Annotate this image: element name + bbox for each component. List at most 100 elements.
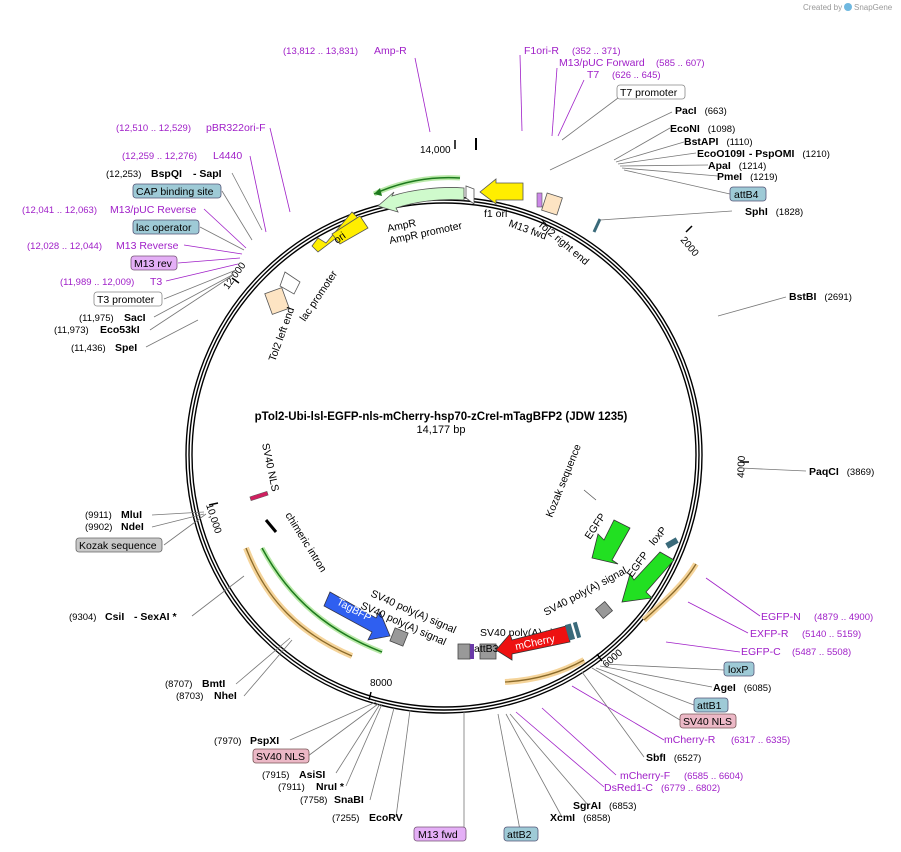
t7-name: T7 — [587, 69, 599, 81]
m13-puc-forward-name: M13/pUC Forward — [559, 57, 645, 69]
mcherry-f-pos: (6585 .. 6604) — [684, 771, 743, 782]
pbr322-name: pBR322ori-F — [206, 122, 266, 134]
kozak-box-label: Kozak sequence — [79, 540, 157, 552]
ecorv-name: EcoRV — [369, 812, 403, 824]
t3-promoter-box[interactable]: T3 promoter — [93, 291, 163, 307]
asisi-name: AsiSI — [299, 769, 325, 781]
t7-promoter-box[interactable]: T7 promoter — [616, 84, 686, 100]
ndei-name: NdeI — [121, 521, 144, 533]
exfp-r-pos: (5140 .. 5159) — [802, 629, 861, 640]
feature-tol2-left-label: Tol2 left end — [267, 306, 298, 363]
l4440-pos: (12,259 .. 12,276) — [122, 151, 197, 162]
attb1-label: attB1 — [697, 700, 722, 712]
kozak-box[interactable]: Kozak sequence — [75, 537, 163, 553]
paci-pos: (663) — [705, 106, 727, 117]
feature-tol2-right[interactable]: Tol2 right end — [535, 192, 591, 268]
eco53ki-pos: (11,973) — [54, 325, 89, 336]
feature-lac-promoter-label: lac promoter — [298, 268, 341, 324]
loxp-box[interactable]: loxP — [723, 661, 755, 677]
feature-ori[interactable]: ori — [311, 211, 369, 253]
credit-brand: SnapGene — [854, 3, 893, 12]
sv40-nls-left-label: SV40 NLS — [256, 751, 305, 763]
snapgene-credit: Created by SnapGene — [803, 3, 893, 12]
sbfi-pos: (6527) — [674, 753, 701, 764]
f1ori-r-name: F1ori-R — [524, 45, 559, 57]
dsred1-c-pos: (6779 .. 6802) — [661, 783, 720, 794]
pspxi-name: PspXI — [250, 735, 279, 747]
bstapi-name: BstAPI — [684, 136, 719, 148]
asisi-pos: (7915) — [262, 770, 289, 781]
feature-egfp-1[interactable]: EGFP — [583, 511, 631, 565]
m13-fwd-box-label: M13 fwd — [418, 829, 458, 841]
sgrai-name: SgrAI — [573, 800, 601, 812]
ampr-site-name: Amp-R — [374, 45, 407, 57]
feature-sv40-nls-left[interactable]: SV40 NLS — [249, 442, 281, 501]
tick-4000: 4000 — [736, 455, 748, 478]
nrui-pos: (7911) — [278, 782, 305, 793]
bspqi-pos: (12,253) — [106, 169, 141, 180]
feature-egfp-1-label: EGFP — [583, 511, 609, 541]
attb2-box[interactable]: attB2 — [503, 826, 539, 842]
ecorv-pos: (7255) — [332, 813, 359, 824]
m13-rev-box[interactable]: M13 rev — [130, 255, 178, 271]
m13-puc-reverse-name: M13/pUC Reverse — [110, 204, 197, 216]
eco0109i-pos: (1210) — [802, 149, 829, 160]
feature-chimeric-intron-label: chimeric intron — [282, 510, 328, 574]
plasmid-size: 14,177 bp — [417, 424, 466, 436]
egfp-n-pos: (4879 .. 4900) — [814, 612, 873, 623]
ampr-site-pos: (13,812 .. 13,831) — [283, 46, 358, 57]
m13-puc-forward-pos: (585 .. 607) — [656, 58, 705, 69]
bspqi-name: BspQI — [151, 168, 182, 180]
bstapi-pos: (1110) — [726, 137, 752, 148]
outer-labels: (13,812 .. 13,831) Amp-R F1ori-R (352 ..… — [22, 45, 874, 842]
feature-tol2-left[interactable]: Tol2 left end — [264, 287, 298, 363]
sv40-nls-right-box[interactable]: SV40 NLS — [679, 713, 737, 729]
attb1-box[interactable]: attB1 — [693, 697, 729, 713]
t3-pos: (11,989 .. 12,009) — [60, 277, 134, 288]
pspomi-name: - PspOMI — [749, 148, 795, 160]
spei-pos: (11,436) — [71, 343, 106, 354]
saci-name: SacI — [124, 312, 146, 324]
cap-site-box[interactable]: CAP binding site — [132, 183, 222, 199]
feature-sv40-pa-4-label: SV40 poly(A) signal — [542, 565, 629, 619]
feature-chimeric-intron[interactable]: chimeric intron — [264, 510, 329, 575]
t7-pos: (626 .. 645) — [612, 70, 661, 81]
csii-name: CsiI — [105, 611, 124, 623]
csii-pos: (9304) — [69, 612, 96, 623]
saci-pos: (11,975) — [79, 313, 114, 324]
t3-name: T3 — [150, 276, 162, 288]
feature-kozak-label: Kozak sequence — [544, 442, 584, 519]
t7-promoter-label: T7 promoter — [620, 87, 678, 99]
m13-fwd-box[interactable]: M13 fwd — [413, 826, 467, 842]
paqci-name: PaqCI — [809, 466, 839, 478]
sphi-pos: (1828) — [776, 207, 803, 218]
pspxi-pos: (7970) — [214, 736, 241, 747]
feature-f1-ori[interactable]: f1 ori — [479, 178, 524, 220]
feature-ampr[interactable]: AmpR AmpR promoter — [377, 187, 465, 247]
exfp-r-name: EXFP-R — [750, 628, 789, 640]
nrui-name: NruI * — [316, 781, 345, 793]
lac-operator-label: lac operator — [136, 222, 192, 234]
bstbi-pos: (2691) — [824, 292, 851, 303]
t3-promoter-label: T3 promoter — [97, 294, 155, 306]
credit-prefix: Created by — [803, 3, 842, 12]
attb4-label: attB4 — [734, 189, 759, 201]
loxp-site-label: loxP — [728, 664, 748, 676]
apai-name: ApaI — [708, 160, 731, 172]
attb4-box[interactable]: attB4 — [729, 186, 767, 202]
pbr322-pos: (12,510 .. 12,529) — [116, 123, 191, 134]
feature-sv40-nls-label: SV40 NLS — [259, 442, 281, 492]
sv40-nls-left-box[interactable]: SV40 NLS — [252, 748, 310, 764]
feature-egfp-2[interactable]: EGFP — [621, 550, 675, 603]
egfp-n-name: EGFP-N — [761, 611, 801, 623]
feature-ampr-promoter[interactable] — [465, 185, 475, 205]
m13-reverse-name: M13 Reverse — [116, 240, 179, 252]
tick-14000: 14,000 — [420, 145, 451, 156]
lac-operator-box[interactable]: lac operator — [132, 219, 200, 235]
econi-name: EcoNI — [670, 123, 700, 135]
mlui-name: MluI — [121, 509, 142, 521]
econi-pos: (1098) — [708, 124, 735, 135]
cap-site-label: CAP binding site — [136, 186, 214, 198]
tick-10000: 10,000 — [203, 503, 223, 536]
